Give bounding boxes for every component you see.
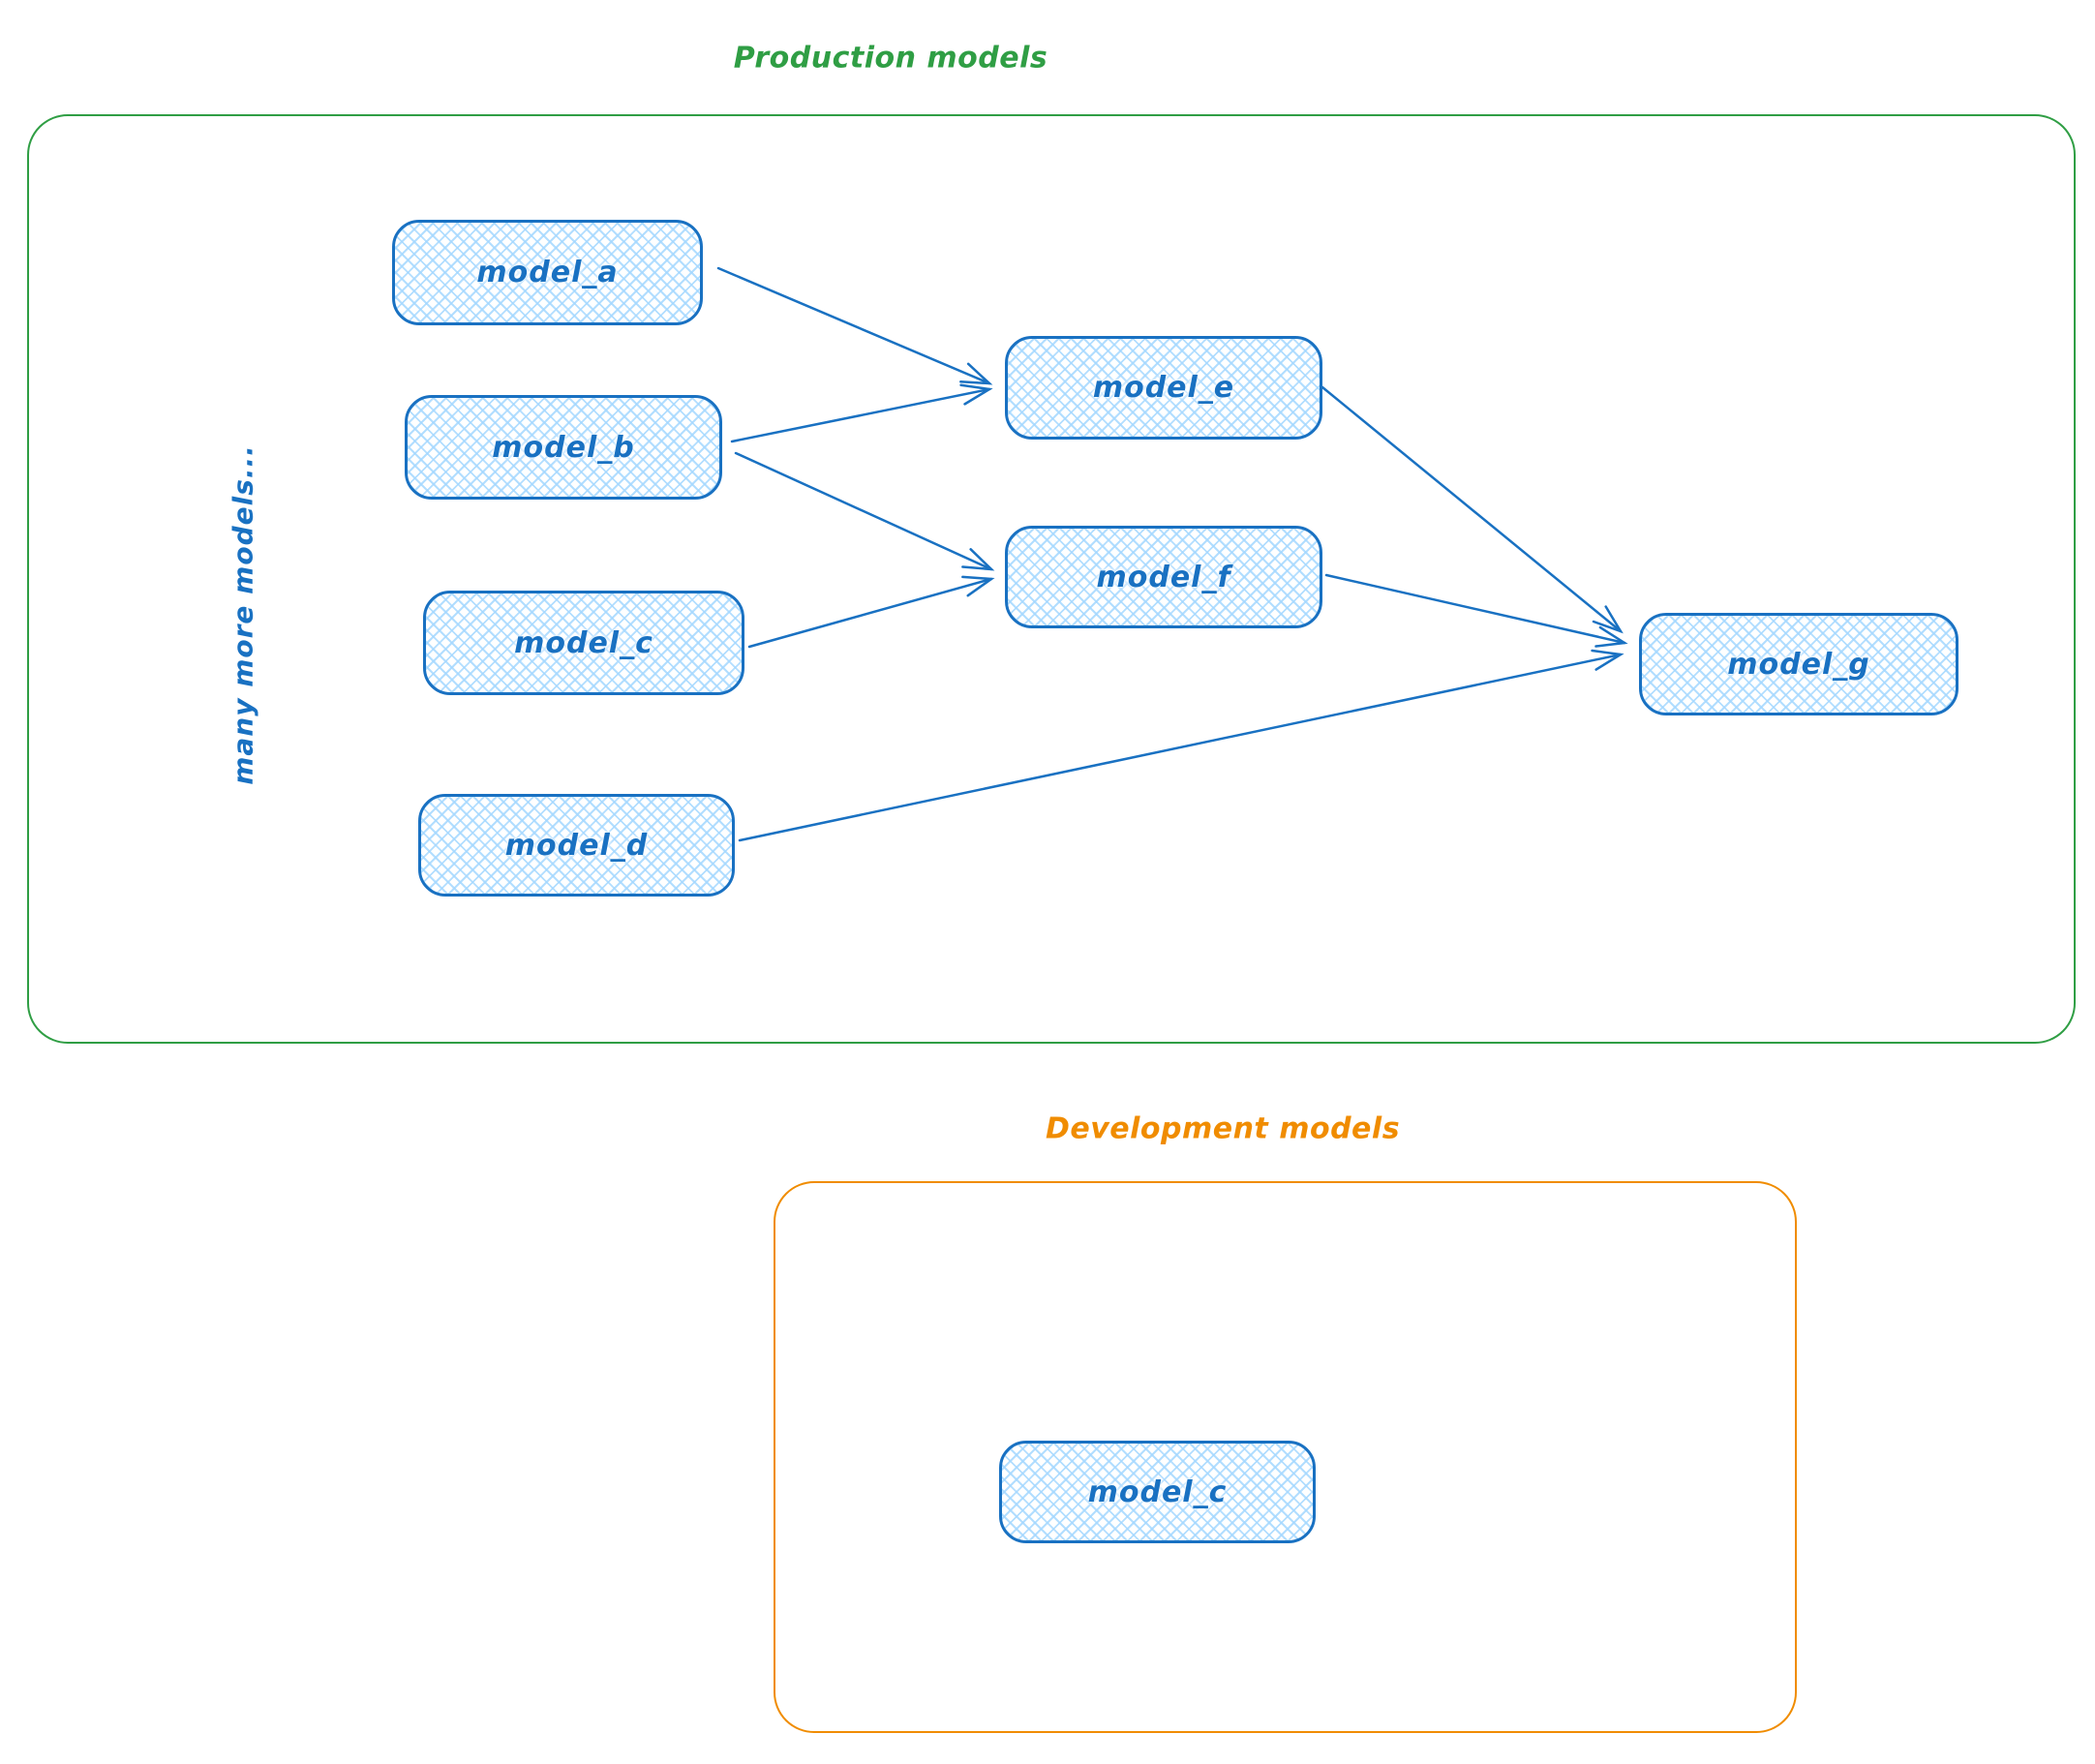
node-model-c-label: model_c [514,625,653,660]
node-model-b-label: model_b [492,430,635,465]
node-model-f: model_f [1005,526,1322,628]
node-model-e: model_e [1005,336,1322,440]
node-model-c-dev: model_c [999,1441,1316,1543]
development-group-title: Development models [1045,1111,1401,1146]
node-model-d: model_d [418,794,735,897]
node-model-b: model_b [405,395,722,500]
node-model-e-label: model_e [1092,371,1235,405]
node-model-d-label: model_d [504,828,649,863]
node-model-g: model_g [1639,613,1958,715]
node-model-a: model_a [392,220,703,325]
many-more-models-note: many more models... [227,444,259,785]
node-model-c-dev-label: model_c [1087,1475,1228,1509]
node-model-c: model_c [423,591,744,695]
node-model-f-label: model_f [1096,560,1231,594]
node-model-a-label: model_a [476,256,619,289]
production-group-title: Production models [733,41,1048,76]
node-model-g-label: model_g [1727,647,1870,682]
